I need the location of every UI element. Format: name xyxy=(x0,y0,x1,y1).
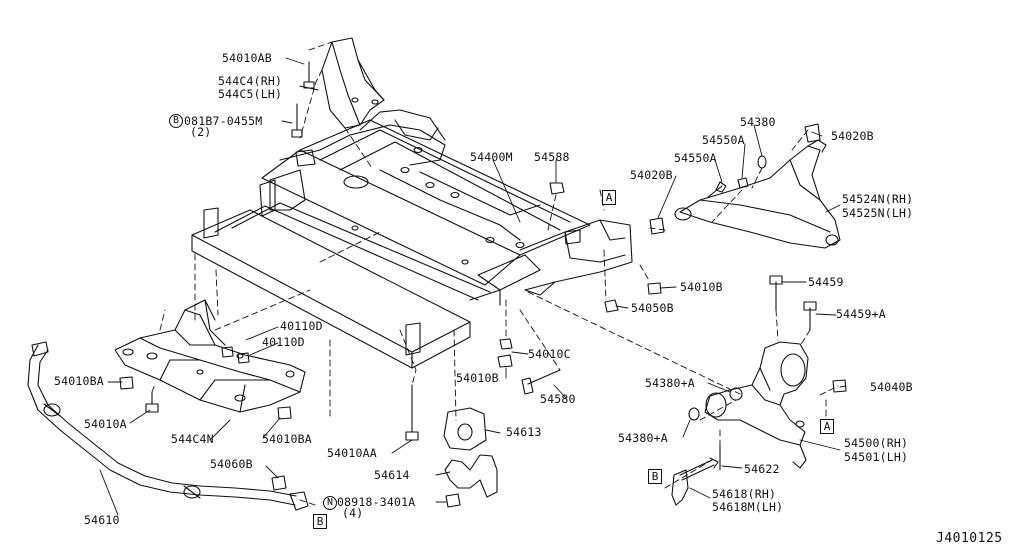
bushing-54613 xyxy=(443,407,487,451)
label-54400M: 54400M xyxy=(470,150,513,164)
ref-a-box-icon: A xyxy=(602,190,616,205)
ref-a-box-icon-2: A xyxy=(820,419,834,434)
label-54010AB: 54010AB xyxy=(222,51,272,65)
label-081B7-0455M: 081B7-0455M xyxy=(184,114,263,128)
label-54060B: 54060B xyxy=(210,457,253,471)
label-54622: 54622 xyxy=(744,462,780,476)
label-54020B-2: 54020B xyxy=(831,129,874,143)
label-54613: 54613 xyxy=(506,425,542,439)
label-54525N-lh: 54525N(LH) xyxy=(842,206,914,220)
label-54550A-2: 54550A xyxy=(674,151,717,165)
label-40110D-2: 40110D xyxy=(262,335,305,349)
label-544C5-lh: 544C5(LH) xyxy=(218,87,283,101)
assembly-lines xyxy=(151,41,839,506)
label-54010BA-2: 54010BA xyxy=(262,432,312,446)
label-54010B-2: 54010B xyxy=(456,371,499,385)
label-544C4-rh: 544C4(RH) xyxy=(218,74,283,88)
label-54380: 54380 xyxy=(740,115,776,129)
label-54010AA: 54010AA xyxy=(327,446,377,460)
label-54459-plus-a: 54459+A xyxy=(836,307,886,321)
label-qty-2: (2) xyxy=(190,125,212,139)
label-54010B-1: 54010B xyxy=(680,280,723,294)
label-54610: 54610 xyxy=(84,513,120,527)
stabilizer-bar-54610 xyxy=(27,341,309,511)
label-54501-lh: 54501(LH) xyxy=(844,450,909,464)
label-54618-rh: 54618(RH) xyxy=(712,487,777,501)
label-54500-rh: 54500(RH) xyxy=(844,436,909,450)
label-54580: 54580 xyxy=(540,392,576,406)
label-54614: 54614 xyxy=(374,468,410,482)
label-54050B: 54050B xyxy=(631,301,674,315)
leader-lines xyxy=(99,57,847,516)
label-54588: 54588 xyxy=(534,150,570,164)
label-08918-3401A: 08918-3401A xyxy=(337,495,416,509)
crossmember-54400M xyxy=(191,109,633,369)
label-54040B: 54040B xyxy=(870,380,913,394)
label-54524N-rh: 54524N(RH) xyxy=(842,192,914,206)
label-54618M-lh: 54618M(LH) xyxy=(712,500,784,514)
label-54380-plus-a-2: 54380+A xyxy=(618,431,668,445)
ref-n-circle-icon: N xyxy=(323,496,337,510)
label-54010BA-1: 54010BA xyxy=(54,374,104,388)
label-54459: 54459 xyxy=(808,275,844,289)
fasteners xyxy=(119,61,847,508)
link-54618 xyxy=(671,457,719,506)
ref-b-box-icon-2: B xyxy=(313,514,327,529)
label-54550A-1: 54550A xyxy=(702,133,745,147)
ref-b-box-icon: B xyxy=(648,469,662,484)
label-54380-plus-a-1: 54380+A xyxy=(645,376,695,390)
label-54020B-1: 54020B xyxy=(630,168,673,182)
ref-b-circle-icon: B xyxy=(169,114,183,128)
label-54010A: 54010A xyxy=(84,417,127,431)
diagram-id: J4010125 xyxy=(936,531,1003,546)
member-544C4N xyxy=(114,299,306,413)
label-qty-4: (4) xyxy=(342,506,364,520)
label-544C4N: 544C4N xyxy=(171,432,214,446)
bracket-54614 xyxy=(444,454,498,498)
label-40110D-1: 40110D xyxy=(280,319,323,333)
bracket-544C4 xyxy=(321,37,385,129)
label-54010C: 54010C xyxy=(528,347,571,361)
lower-arm-54500 xyxy=(704,341,809,469)
upper-arm-54524N xyxy=(649,123,841,249)
